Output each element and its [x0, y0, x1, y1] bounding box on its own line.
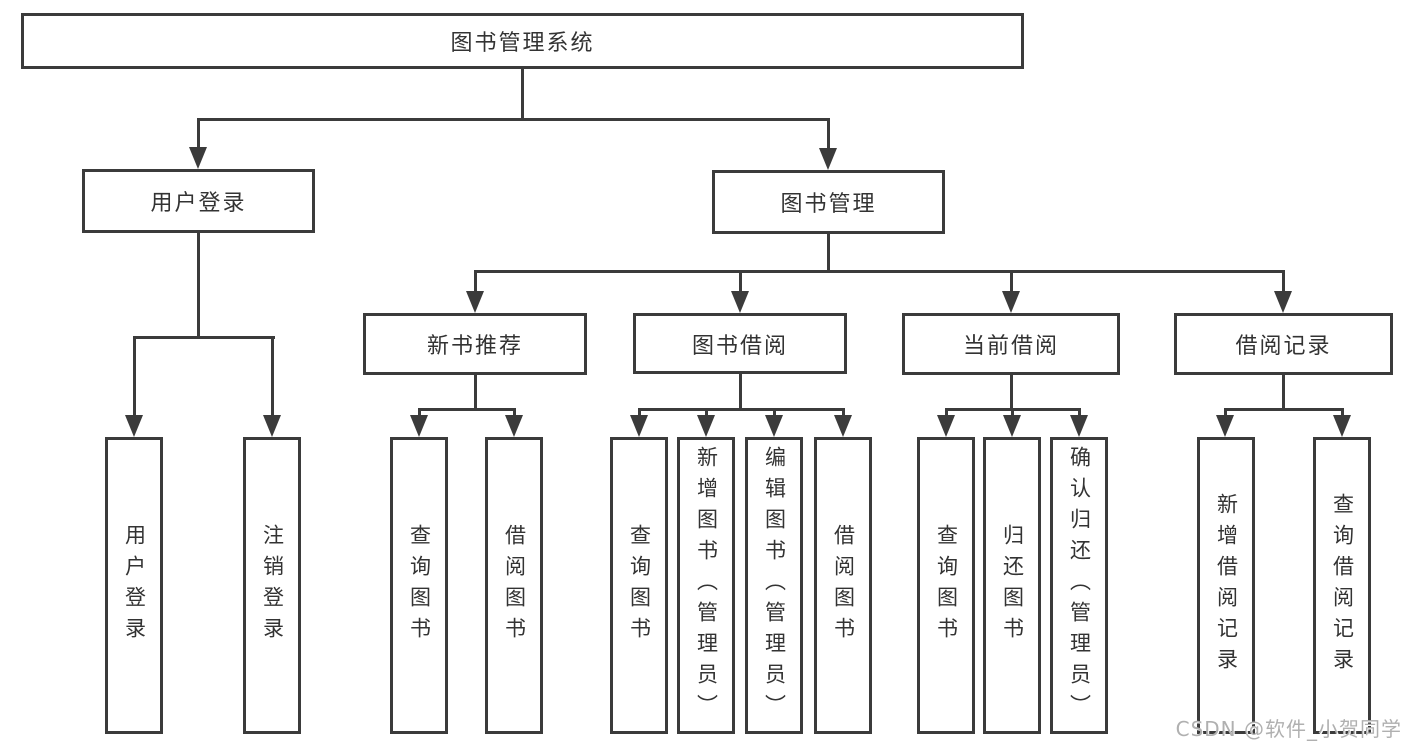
connector-bookborrow-bar — [639, 408, 845, 411]
connector-records-stem — [1282, 375, 1285, 408]
leaf-borrow-add-label: 新增图书（管理员） — [694, 446, 719, 725]
connector-newbooks-stem — [474, 375, 477, 408]
leaf-borrow-query: 查询图书 — [610, 437, 668, 734]
connector-records-bar — [1225, 408, 1344, 411]
leaf-newbooks-borrow: 借阅图书 — [485, 437, 543, 734]
node-book-mgmt: 图书管理 — [712, 170, 945, 234]
connector-drop-leaf — [638, 408, 641, 415]
node-root: 图书管理系统 — [21, 13, 1024, 69]
leaf-borrow-add: 新增图书（管理员） — [677, 437, 735, 734]
arrow-down-icon — [1216, 415, 1234, 437]
connector-root-bar — [198, 118, 829, 121]
leaf-records-add: 新增借阅记录 — [1197, 437, 1255, 734]
arrow-down-icon — [937, 415, 955, 437]
leaf-records-query-label: 查询借阅记录 — [1330, 492, 1355, 679]
arrow-down-icon — [410, 415, 428, 437]
leaf-borrow-query-label: 查询图书 — [627, 523, 652, 648]
node-current-borrow: 当前借阅 — [902, 313, 1120, 375]
node-borrow-records-label: 借阅记录 — [1235, 334, 1332, 359]
connector-drop-leaf — [773, 408, 776, 415]
connector-drop-leaf — [133, 336, 136, 415]
leaf-newbooks-query-label: 查询图书 — [407, 523, 432, 648]
arrow-down-icon — [765, 415, 783, 437]
connector-drop-leaf — [418, 408, 421, 415]
leaf-user-login-label: 用户登录 — [122, 523, 147, 648]
arrow-down-icon — [1003, 415, 1021, 437]
node-book-borrow: 图书借阅 — [633, 313, 847, 374]
connector-drop-book-mgmt — [827, 118, 830, 148]
arrow-down-icon — [505, 415, 523, 437]
node-current-borrow-label: 当前借阅 — [962, 334, 1059, 359]
leaf-current-return: 归还图书 — [983, 437, 1041, 734]
connector-bookborrow-stem — [739, 374, 742, 408]
node-user-login-label: 用户登录 — [150, 191, 247, 216]
connector-drop-leaf — [842, 408, 845, 415]
connector-drop-book-borrow — [739, 270, 742, 291]
node-new-books: 新书推荐 — [363, 313, 587, 375]
node-borrow-records: 借阅记录 — [1174, 313, 1393, 375]
arrow-down-icon — [1070, 415, 1088, 437]
connector-drop-new-books — [474, 270, 477, 291]
arrow-down-icon — [834, 415, 852, 437]
leaf-current-confirm: 确认归还（管理员） — [1050, 437, 1108, 734]
connector-drop-current-borrow — [1010, 270, 1013, 291]
connector-mgmt-bar — [475, 270, 1285, 273]
connector-drop-leaf — [1224, 408, 1227, 415]
arrow-down-icon — [819, 148, 837, 170]
connector-mgmt-stem — [827, 234, 830, 270]
leaf-borrow-borrow-label: 借阅图书 — [831, 523, 856, 648]
arrow-down-icon — [697, 415, 715, 437]
leaf-user-login: 用户登录 — [105, 437, 163, 734]
leaf-borrow-borrow: 借阅图书 — [814, 437, 872, 734]
leaf-records-query: 查询借阅记录 — [1313, 437, 1371, 734]
leaf-borrow-edit: 编辑图书（管理员） — [745, 437, 803, 734]
connector-root-stem — [521, 69, 524, 118]
arrow-down-icon — [263, 415, 281, 437]
connector-currentborrow-stem — [1010, 375, 1013, 408]
connector-drop-borrow-records — [1282, 270, 1285, 291]
connector-newbooks-bar — [419, 408, 516, 411]
connector-drop-leaf — [271, 336, 274, 415]
connector-drop-leaf — [1341, 408, 1344, 415]
arrow-down-icon — [1274, 291, 1292, 313]
leaf-logout: 注销登录 — [243, 437, 301, 734]
arrow-down-icon — [466, 291, 484, 313]
leaf-borrow-edit-label: 编辑图书（管理员） — [762, 446, 787, 725]
node-new-books-label: 新书推荐 — [426, 334, 523, 359]
leaf-current-return-label: 归还图书 — [1000, 523, 1025, 648]
connector-drop-leaf — [1078, 408, 1081, 415]
connector-drop-leaf — [1011, 408, 1014, 415]
arrow-down-icon — [1333, 415, 1351, 437]
arrow-down-icon — [189, 147, 207, 169]
leaf-current-query-label: 查询图书 — [934, 523, 959, 648]
arrow-down-icon — [731, 291, 749, 313]
connector-drop-user-login — [197, 118, 200, 147]
leaf-logout-label: 注销登录 — [260, 523, 285, 648]
node-book-borrow-label: 图书借阅 — [691, 333, 788, 359]
node-root-label: 图书管理系统 — [450, 31, 595, 56]
leaf-current-query: 查询图书 — [917, 437, 975, 734]
leaf-newbooks-borrow-label: 借阅图书 — [502, 523, 527, 648]
leaf-records-add-label: 新增借阅记录 — [1214, 492, 1239, 679]
leaf-newbooks-query: 查询图书 — [390, 437, 448, 734]
connector-drop-leaf — [705, 408, 708, 415]
node-user-login: 用户登录 — [82, 169, 315, 233]
arrow-down-icon — [630, 415, 648, 437]
leaf-current-confirm-label: 确认归还（管理员） — [1067, 446, 1092, 725]
connector-drop-leaf — [513, 408, 516, 415]
connector-login-bar — [134, 336, 275, 339]
arrow-down-icon — [1002, 291, 1020, 313]
arrow-down-icon — [125, 415, 143, 437]
watermark: CSDN @软件_小贺同学 — [1175, 717, 1402, 741]
connector-login-stem — [197, 233, 200, 336]
node-book-mgmt-label: 图书管理 — [780, 192, 877, 217]
connector-drop-leaf — [945, 408, 948, 415]
